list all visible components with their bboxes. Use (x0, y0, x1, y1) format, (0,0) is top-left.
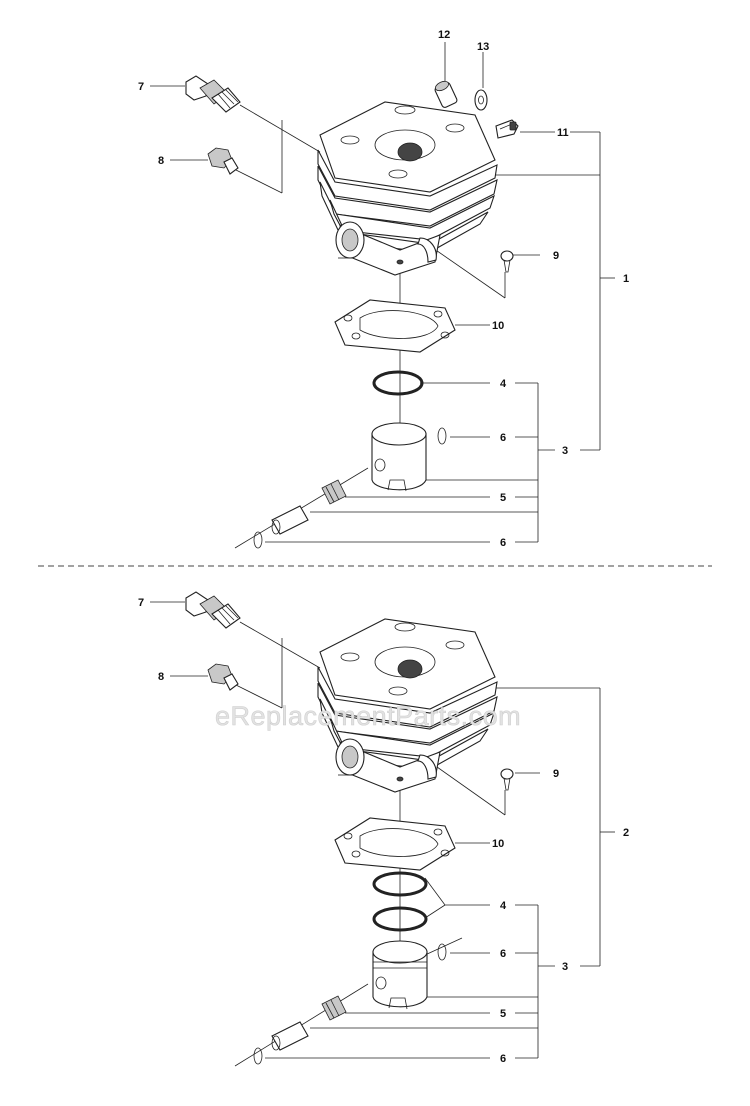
part-6-circlip-lower (253, 531, 263, 549)
callout-8: 8 (158, 155, 164, 167)
callout-7: 7 (138, 81, 144, 93)
callout-4: 4 (500, 900, 507, 912)
callout-3: 3 (562, 961, 568, 973)
watermark-text: eReplacementParts.com (215, 701, 521, 731)
callout-4: 4 (500, 378, 507, 390)
part-7-decompression-valve (185, 75, 241, 113)
part-piston-pin (271, 505, 309, 535)
part-8-plug (207, 663, 239, 691)
callout-10: 10 (492, 838, 504, 850)
bottom-leader-lines (150, 601, 615, 1067)
part-4-piston-ring (372, 370, 424, 396)
bottom-assembly: eReplacementParts.com (138, 591, 629, 1067)
part-piston-pin (271, 1021, 309, 1051)
part-10-gasket (334, 299, 456, 353)
part-5-needle-bearing (321, 479, 347, 505)
top-assembly: 12 13 7 11 8 1 9 10 4 6 3 5 6 (138, 29, 629, 549)
part-7-decompression-valve (185, 591, 241, 629)
callout-2: 2 (623, 827, 629, 839)
callout-9: 9 (553, 250, 559, 262)
part-10-gasket (334, 817, 456, 871)
part-4-piston-ring-upper (372, 871, 428, 897)
part-6-circlip-lower (253, 1047, 263, 1065)
callout-3: 3 (562, 445, 568, 457)
part-6-circlip-upper (437, 427, 447, 445)
watermark: eReplacementParts.com (215, 701, 521, 732)
callout-11: 11 (557, 127, 569, 139)
callout-5: 5 (500, 492, 506, 504)
bottom-callout-labels: 7 8 9 2 10 4 6 3 5 6 (138, 597, 629, 1065)
part-13-washer (474, 89, 488, 111)
part-12-bushing (434, 80, 458, 108)
callout-12: 12 (438, 29, 450, 41)
callout-1: 1 (623, 273, 629, 285)
part-5-needle-bearing (321, 995, 347, 1021)
part-9-screw (500, 768, 514, 791)
part-6-circlip-upper (437, 943, 447, 961)
callout-6: 6 (500, 432, 506, 444)
callout-5: 5 (500, 1008, 506, 1020)
part-4-piston-ring-lower (372, 906, 428, 932)
callout-6: 6 (500, 1053, 506, 1065)
part-1-cylinder (317, 101, 498, 276)
part-11-nipple (495, 119, 519, 139)
callout-9: 9 (553, 768, 559, 780)
callout-13: 13 (477, 41, 489, 53)
part-3-piston (371, 422, 427, 492)
callout-6: 6 (500, 537, 506, 549)
part-9-screw (500, 250, 514, 273)
callout-8: 8 (158, 671, 164, 683)
callout-7: 7 (138, 597, 144, 609)
top-callout-labels: 12 13 7 11 8 1 9 10 4 6 3 5 6 (138, 29, 629, 549)
part-2-cylinder (317, 618, 498, 793)
part-3-piston (372, 940, 428, 1010)
part-8-plug (207, 147, 239, 175)
callout-10: 10 (492, 320, 504, 332)
callout-6: 6 (500, 948, 506, 960)
